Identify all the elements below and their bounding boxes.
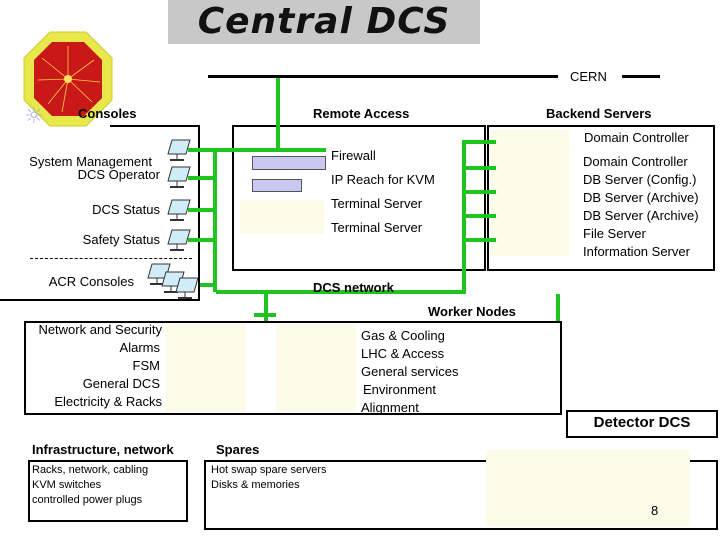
backend-item-file-server: File Server	[583, 226, 646, 241]
detector-dcs-label: Detector DCS	[593, 414, 691, 431]
consoles-box-top	[110, 125, 200, 127]
acr-divider	[30, 258, 192, 259]
cern-line-right	[622, 75, 660, 78]
network-stub	[188, 208, 216, 212]
worker-item-lhc-access: LHC & Access	[361, 346, 445, 361]
network-stub	[462, 238, 496, 242]
logo-watermark-icon: ☼	[24, 104, 44, 129]
monitor-icon	[167, 199, 191, 221]
worker-item-general-dcs: General DCS	[82, 376, 160, 391]
consoles-box-edge	[198, 125, 200, 301]
worker-item-general-services: General services	[361, 364, 459, 379]
worker-item-environment: Environment	[363, 382, 436, 397]
console-system-management: System Management	[29, 154, 152, 169]
network-line-cern	[276, 78, 280, 150]
alice-logo-icon	[23, 31, 113, 127]
kvm-device	[252, 179, 302, 192]
console-safety-status: Safety Status	[82, 232, 160, 247]
spare-servers-rack	[486, 450, 690, 526]
spares-item-disks: Disks & memories	[211, 479, 300, 491]
network-stub	[200, 283, 216, 287]
consoles-header: Consoles	[78, 106, 137, 121]
monitor-icon	[167, 139, 191, 161]
backend-item-domain-controller-1: Domain Controller	[584, 130, 689, 145]
backend-item-db-config: DB Server (Config.)	[583, 172, 697, 187]
backend-item-info-server: Information Server	[583, 244, 690, 259]
console-dcs-status: DCS Status	[92, 202, 160, 217]
dcs-network-label: DCS network	[313, 280, 394, 295]
worker-rack-right	[276, 324, 356, 412]
worker-item-gas-cooling: Gas & Cooling	[361, 328, 445, 343]
infrastructure-box	[28, 460, 188, 522]
remote-access-header: Remote Access	[313, 106, 410, 121]
network-stub	[462, 166, 496, 170]
terminal-server-label-2: Terminal Server	[331, 220, 423, 235]
ip-reach-label: IP Reach for KVM	[331, 172, 435, 187]
infrastructure-item-power: controlled power plugs	[32, 494, 143, 506]
network-stub	[462, 214, 496, 218]
title-banner	[168, 0, 480, 44]
worker-item-alignment: Alignment	[361, 400, 419, 415]
spares-item-hot-swap: Hot swap spare servers	[211, 464, 327, 476]
network-stub	[188, 238, 216, 242]
worker-rack-left	[166, 324, 246, 412]
page-number: 8	[651, 503, 659, 518]
infrastructure-item-racks: Racks, network, cabling	[32, 464, 149, 476]
backend-item-db-archive-1: DB Server (Archive)	[583, 190, 699, 205]
dcs-network-line	[216, 290, 464, 294]
terminal-server-devices	[240, 200, 324, 234]
backend-item-domain-controller-2: Domain Controller	[583, 154, 688, 169]
network-stub	[188, 176, 216, 180]
console-acr: ACR Consoles	[48, 274, 134, 289]
detector-dcs-box	[566, 410, 718, 438]
worker-item-electricity-racks: Electricity & Racks	[54, 394, 162, 409]
backend-server-rack	[491, 130, 569, 256]
network-stub	[462, 190, 496, 194]
firewall-label: Firewall	[331, 148, 376, 163]
firewall-device	[252, 156, 326, 170]
cern-label: CERN	[570, 69, 607, 84]
monitor-icon	[167, 229, 191, 251]
monitor-icon	[167, 166, 191, 188]
worker-item-alarms: Alarms	[119, 340, 160, 355]
remote-access-box	[232, 125, 486, 271]
worker-item-fsm: FSM	[132, 358, 160, 373]
infrastructure-item-kvm: KVM switches	[32, 479, 102, 491]
backend-servers-header: Backend Servers	[546, 106, 652, 121]
infrastructure-header: Infrastructure, network	[32, 442, 174, 457]
spares-header: Spares	[216, 442, 260, 457]
consoles-box-bottom	[0, 299, 200, 301]
cern-line	[208, 75, 558, 78]
page-title: Central DCS	[197, 1, 451, 42]
worker-item-network-security: Network and Security	[38, 322, 162, 337]
backend-item-db-archive-2: DB Server (Archive)	[583, 208, 699, 223]
network-stub	[188, 148, 216, 152]
console-dcs-operator: DCS Operator	[77, 167, 160, 182]
monitor-icon	[147, 263, 171, 285]
network-stub	[254, 313, 276, 317]
network-stub	[462, 140, 496, 144]
worker-nodes-header: Worker Nodes	[428, 304, 516, 319]
network-line-consoles	[213, 148, 217, 292]
network-line-remote	[216, 148, 326, 152]
monitor-icon	[175, 277, 199, 299]
terminal-server-label-1: Terminal Server	[331, 196, 423, 211]
